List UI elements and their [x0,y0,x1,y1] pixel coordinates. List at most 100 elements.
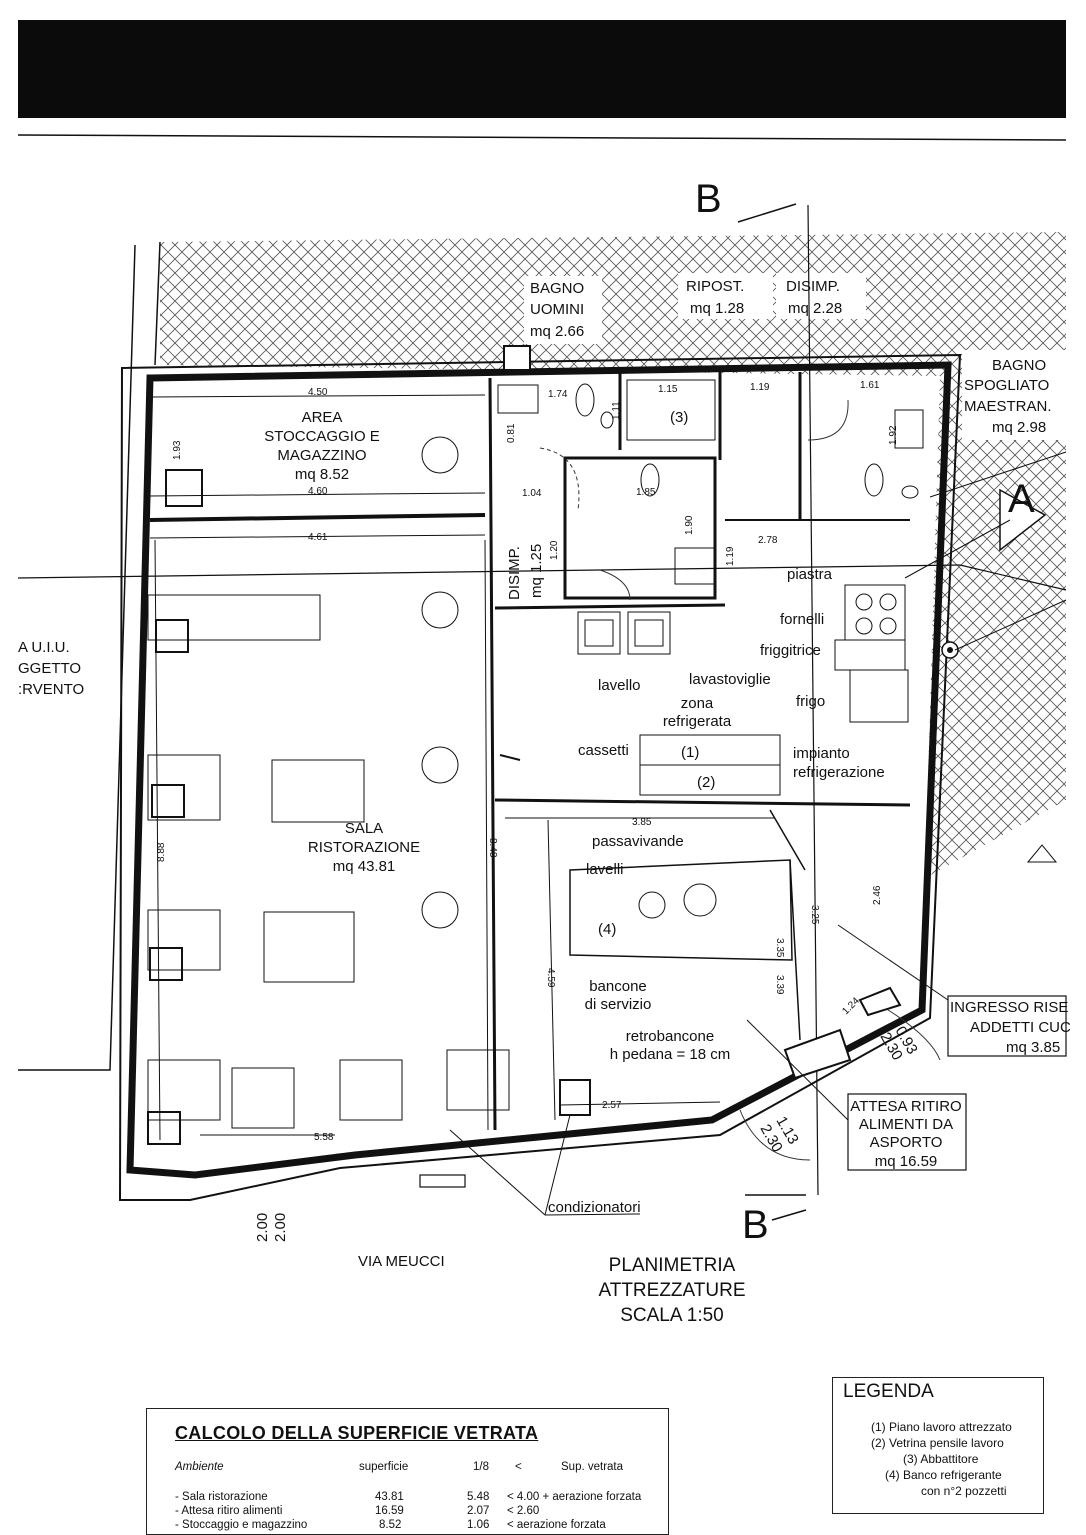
label-n1: (1) [681,744,699,761]
dim-558: 5.58 [314,1132,334,1143]
dim-459: 4.59 [545,968,556,988]
label-lavello: lavello [598,677,641,694]
svg-text:BAGNO: BAGNO [992,357,1046,374]
dim-246: 2.46 [872,885,883,905]
svg-text:mq 1.25: mq 1.25 [528,544,545,598]
svg-text:UOMINI: UOMINI [530,301,584,318]
label-ripostiglio: RIPOST. mq 1.28 [686,278,744,317]
svg-text:ASPORTO: ASPORTO [870,1134,943,1151]
label-fornelli: fornelli [780,611,824,628]
section-b-bottom-label: B [742,1203,769,1247]
svg-text:h pedana = 18 cm: h pedana = 18 cm [610,1046,731,1063]
dim-848: 8.48 [487,838,498,858]
dim-111: 1.11 [611,401,622,420]
header-ottavo: 1/8 [473,1461,489,1473]
dim-door-113: 1.13 2.30 [757,1114,802,1156]
svg-text:DISIMP.: DISIMP. [786,278,840,295]
section-a-label: A [1008,477,1035,521]
label-n4: (4) [598,921,616,938]
svg-text:STOCCAGGIO E: STOCCAGGIO E [264,428,380,445]
svg-text::RVENTO: :RVENTO [18,681,84,698]
svg-text:INGRESSO RISE: INGRESSO RISE [950,999,1068,1016]
legend-item: con n°2 pozzetti [921,1484,1007,1498]
svg-text:MAGAZZINO: MAGAZZINO [277,447,366,464]
legend-item: (2) Vetrina pensile lavoro [871,1436,1004,1450]
svg-text:2.00: 2.00 [272,1213,289,1242]
svg-text:GGETTO: GGETTO [18,660,81,677]
dim-460: 4.60 [308,486,328,497]
label-via-meucci: VIA MEUCCI [358,1253,445,1270]
label-left-neighbor: A U.I.U. GGETTO :RVENTO [18,639,84,698]
dim-185: 1.85 [636,487,656,498]
dim-174: 1.74 [548,389,568,400]
dim-081: 0.81 [506,423,517,443]
dim-257: 2.57 [602,1100,622,1111]
svg-text:SPOGLIATO: SPOGLIATO [964,377,1049,394]
dim-335: 3.35 [774,938,785,958]
dim-190: 1.90 [684,515,695,535]
svg-text:2.00: 2.00 [254,1213,271,1242]
svg-text:BAGNO: BAGNO [530,280,584,297]
svg-text:mq 8.52: mq 8.52 [295,466,349,483]
dim-120: 1.20 [549,540,560,560]
header-vetrata: Sup. vetrata [561,1461,624,1473]
dim-119b: 1.19 [725,546,736,566]
dim-278: 2.78 [758,535,778,546]
label-zona-refrigerata: zona refrigerata [663,695,732,730]
label-bancone: bancone di servizio [585,978,652,1013]
svg-text:RISTORAZIONE: RISTORAZIONE [308,839,420,856]
svg-text:bancone: bancone [589,978,647,995]
svg-text:SCALA 1:50: SCALA 1:50 [620,1305,724,1326]
svg-text:DISIMP.: DISIMP. [506,546,523,600]
dim-461: 4.61 [308,532,328,543]
svg-text:A U.I.U.: A U.I.U. [18,639,70,656]
svg-text:refrigerata: refrigerata [663,713,732,730]
dim-193: 1.93 [172,440,183,460]
section-b-top-label: B [695,177,722,221]
svg-text:mq 2.98: mq 2.98 [992,419,1046,436]
legend-title: LEGENDA [843,1381,934,1402]
svg-text:mq 3.85: mq 3.85 [1006,1039,1060,1056]
label-retrobancone: retrobancone h pedana = 18 cm [610,1028,731,1063]
label-bagno-uomini: BAGNO UOMINI mq 2.66 [530,280,584,340]
svg-text:impianto: impianto [793,745,850,762]
svg-text:retrobancone: retrobancone [626,1028,714,1045]
svg-text:mq 2.66: mq 2.66 [530,323,584,340]
svg-text:mq 2.28: mq 2.28 [788,300,842,317]
svg-text:refrigerazione: refrigerazione [793,764,885,781]
dim-119: 1.19 [750,382,770,393]
label-frigo: frigo [796,693,825,710]
svg-text:mq 1.28: mq 1.28 [690,300,744,317]
label-area-stoccaggio: AREA STOCCAGGIO E MAGAZZINO mq 8.52 [264,409,380,483]
label-lavelli: lavelli [586,861,624,878]
dim-104: 1.04 [522,488,542,499]
svg-text:di servizio: di servizio [585,996,652,1013]
svg-text:AREA: AREA [302,409,343,426]
svg-text:MAESTRAN.: MAESTRAN. [964,398,1052,415]
label-attesa-ritiro: ATTESA RITIRO ALIMENTI DA ASPORTO mq 16.… [850,1098,961,1170]
dim-325: 3.25 [809,905,820,925]
label-disimpegno-top: DISIMP. mq 2.28 [786,278,842,317]
label-disimpegno-mid: DISIMP. mq 1.25 [506,544,545,600]
svg-text:ATTESA RITIRO: ATTESA RITIRO [850,1098,961,1115]
dim-450: 4.50 [308,387,328,398]
label-friggitrice: friggitrice [760,642,821,659]
svg-text:SALA: SALA [345,820,383,837]
legend-item: (1) Piano lavoro attrezzato [871,1420,1012,1434]
dim-115: 1.15 [658,384,678,395]
svg-text:mq 16.59: mq 16.59 [875,1153,938,1170]
dim-124: 1.24 [840,995,862,1017]
header-ambiente: Ambiente [175,1461,224,1473]
svg-text:mq 43.81: mq 43.81 [333,858,396,875]
legend-item: (4) Banco refrigerante [885,1468,1002,1482]
header-lt: < [515,1461,522,1473]
label-impianto-refrigerazione: impianto refrigerazione [793,745,885,781]
dim-385: 3.85 [632,817,652,828]
label-lavastoviglie: lavastoviglie [689,671,771,688]
top-black-band [18,20,1066,118]
label-planimetria: PLANIMETRIA ATTREZZATURE SCALA 1:50 [598,1255,745,1326]
legend-item: (3) Abbattitore [903,1452,979,1466]
label-piastra: piastra [787,566,833,583]
svg-text:ATTREZZATURE: ATTREZZATURE [598,1280,745,1301]
dim-192: 1.92 [888,425,899,445]
